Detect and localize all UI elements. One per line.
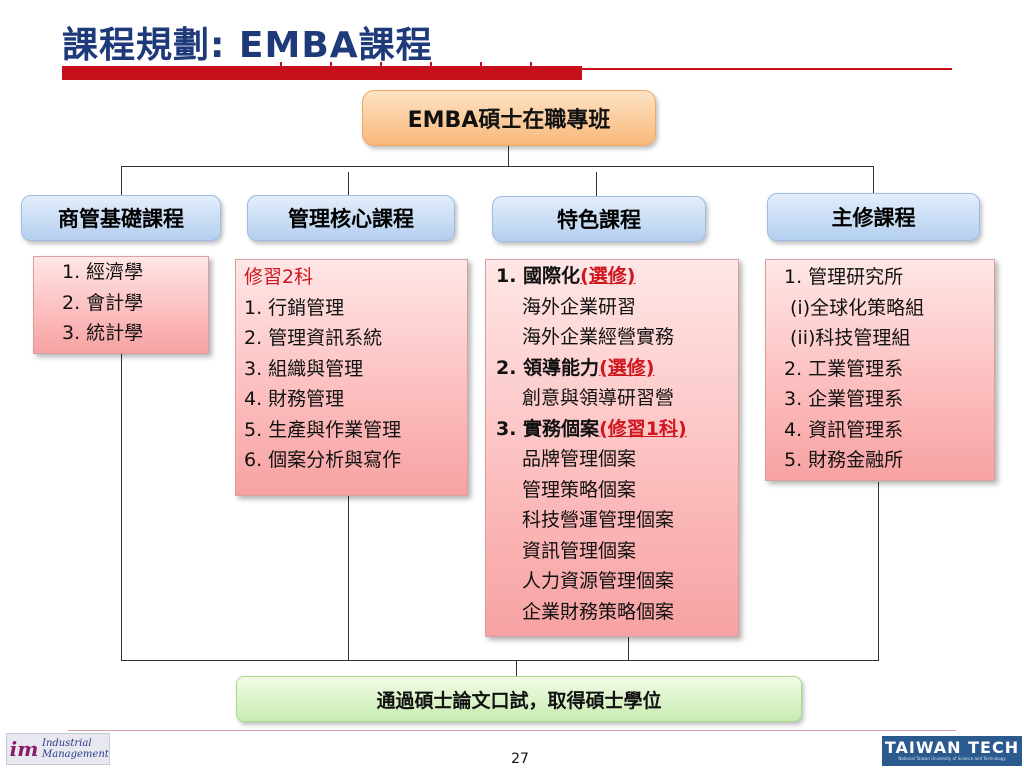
footer-divider xyxy=(68,730,956,731)
list-item: 海外企業研習 xyxy=(522,295,637,318)
header-business-foundation: 商管基礎課程 xyxy=(21,195,221,241)
title-underline-bar xyxy=(62,66,582,80)
list-item: 海外企業經營實務 xyxy=(522,326,675,348)
group-title: 2. 領導能力(選修) xyxy=(496,353,730,384)
logo-name: TAIWAN TECH xyxy=(884,738,1020,757)
requirement-tag: (修習1科) xyxy=(599,417,687,440)
list-item: 管理策略個案 xyxy=(522,478,637,501)
logo-line: Industrial xyxy=(42,738,92,749)
elective-tag: (選修) xyxy=(580,265,636,287)
list-item: 人力資源管理個案 xyxy=(522,570,675,592)
list-item: (i)全球化策略組 xyxy=(790,296,925,319)
industrial-management-logo: im Industrial Management xyxy=(6,733,110,765)
taiwan-tech-logo: TAIWAN TECH National Taiwan University o… xyxy=(882,736,1022,766)
featured-courses-box: 1. 國際化(選修) 海外企業研習 海外企業經營實務 2. 領導能力(選修) 創… xyxy=(485,259,739,637)
list-item: (ii)科技管理組 xyxy=(790,327,911,349)
group-name: 1. 國際化 xyxy=(496,265,581,287)
major-courses-box: 1. 管理研究所 (i)全球化策略組 (ii)科技管理組 2. 工業管理系 3.… xyxy=(765,259,995,481)
list-item: 2. 管理資訊系統 xyxy=(244,327,383,349)
page-number: 27 xyxy=(511,751,529,767)
list-item: 4. 財務管理 xyxy=(244,388,345,410)
title-underline-line xyxy=(582,68,952,70)
business-foundation-box: 1. 經濟學 2. 會計學 3. 統計學 xyxy=(33,256,209,354)
list-item: 3. 統計學 xyxy=(62,322,144,344)
list-item: 5. 財務金融所 xyxy=(784,449,904,471)
logo-line: Management xyxy=(42,749,109,760)
group-name: 3. 實務個案 xyxy=(496,417,600,440)
group-name: 2. 領導能力 xyxy=(496,356,600,379)
list-item: 創意與領導研習營 xyxy=(522,387,675,409)
program-node: EMBA碩士在職專班 xyxy=(362,90,656,146)
header-featured-courses: 特色課程 xyxy=(492,196,706,242)
elective-tag: (選修) xyxy=(599,356,655,379)
graduation-node: 通過碩士論文口試，取得碩士學位 xyxy=(236,676,802,722)
logo-subtitle: National Taiwan University of Science an… xyxy=(898,756,1006,761)
list-item: 1. 行銷管理 xyxy=(244,296,345,319)
list-item: 3. 組織與管理 xyxy=(244,357,364,380)
requirement-note: 修習2科 xyxy=(244,266,314,288)
list-item: 6. 個案分析與寫作 xyxy=(244,449,402,471)
group-title: 3. 實務個案(修習1科) xyxy=(496,414,730,445)
slide-title: 課程規劃: EMBA課程 xyxy=(62,25,433,66)
im-logo-icon: im xyxy=(9,737,39,761)
title-decoration xyxy=(270,62,580,66)
list-item: 1. 管理研究所 xyxy=(784,266,904,288)
list-item: 5. 生產與作業管理 xyxy=(244,418,402,441)
list-item: 2. 會計學 xyxy=(62,291,144,314)
group-title: 1. 國際化(選修) xyxy=(496,261,730,292)
list-item: 資訊管理個案 xyxy=(522,539,637,562)
list-item: 3. 企業管理系 xyxy=(784,388,904,410)
header-major-courses: 主修課程 xyxy=(767,193,980,241)
list-item: 品牌管理個案 xyxy=(522,448,637,470)
list-item: 4. 資訊管理系 xyxy=(784,418,904,441)
list-item: 2. 工業管理系 xyxy=(784,357,904,380)
logo-text: Industrial Management xyxy=(42,738,109,760)
list-item: 1. 經濟學 xyxy=(62,261,144,283)
header-management-core: 管理核心課程 xyxy=(247,195,455,241)
list-item: 企業財務策略個案 xyxy=(522,600,675,623)
list-item: 科技營運管理個案 xyxy=(522,509,675,531)
management-core-box: 修習2科 1. 行銷管理 2. 管理資訊系統 3. 組織與管理 4. 財務管理 … xyxy=(235,259,468,496)
